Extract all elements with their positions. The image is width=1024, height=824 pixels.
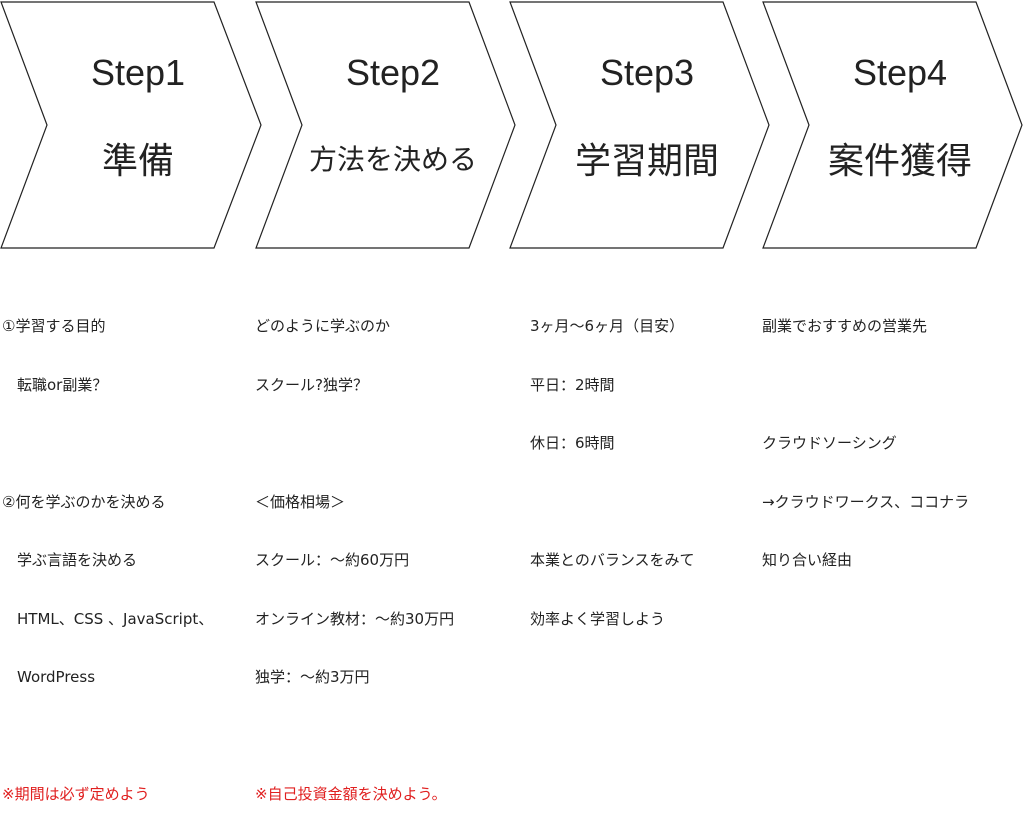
text-line: 転職or副業？ [2,375,108,394]
text-line: 学ぶ言語を決める [2,551,138,569]
text-line [2,434,213,454]
text-line: スクール?独学？ [255,375,368,394]
text-line: スクール：～約60万円 [255,551,410,569]
step3-description: 3ヶ月～6ヶ月（目安） 平日：2時間 休日：6時間 本業とのバランスをみて 効率… [530,278,695,649]
text-line: オンライン教材：～約30万円 [255,609,455,628]
step-subtitle: 準備 [101,141,174,182]
step-title: Step3 [599,52,695,93]
step2-description: どのように学ぶのか スクール?独学？ ＜価格相場＞ スクール：～約60万円 オン… [255,278,454,824]
text-line: ②何を学ぶのかを決める [2,492,166,511]
text-line: 平日：2時間 [530,375,615,394]
text-line: 本業とのバランスをみて [530,551,695,569]
text-line: クラウドソーシング [762,434,897,452]
step4-description: 副業でおすすめの営業先 クラウドソーシング →クラウドワークス、ココナラ 知り合… [762,278,969,590]
text-line: どのように学ぶのか [255,317,391,335]
text-line [255,727,454,747]
chevron-step3 [509,1,770,249]
text-line: 知り合い経由 [762,551,853,569]
text-line: 3ヶ月～6ヶ月（目安） [530,317,685,335]
text-line [762,376,969,396]
note-text: ※期間は必ず定めよう [2,785,150,803]
note-text: ※自己投資金額を決めよう。 [255,785,447,803]
text-line: 休日：6時間 [530,434,615,452]
text-line: →クラウドワークス、ココナラ [762,492,970,511]
text-line: 効率よく学習しよう [530,609,666,628]
step1-description: ①学習する目的 転職or副業？ ②何を学ぶのかを決める 学ぶ言語を決める HTM… [2,278,213,824]
chevron-step4 [762,1,1023,249]
text-line: WordPress [2,668,96,686]
text-line: 独学：～約3万円 [255,668,370,686]
text-line [2,727,213,747]
step-title: Step2 [345,52,441,93]
chevron-step2 [255,1,516,249]
chevron-step1 [0,1,262,249]
step-subtitle: 方法を決める [308,143,477,176]
text-line [530,493,695,513]
step-title: Step4 [852,52,948,93]
text-line: ①学習する目的 [2,317,106,335]
chevron-arrows [0,1,1023,249]
text-line [255,434,454,454]
step-subtitle: 案件獲得 [827,141,972,182]
step-title: Step1 [90,52,186,93]
step-subtitle: 学習期間 [574,141,719,182]
text-line: ＜価格相場＞ [255,492,346,511]
text-line: 副業でおすすめの営業先 [762,317,928,335]
text-line: HTML、CSS 、JavaScript、 [2,609,214,628]
